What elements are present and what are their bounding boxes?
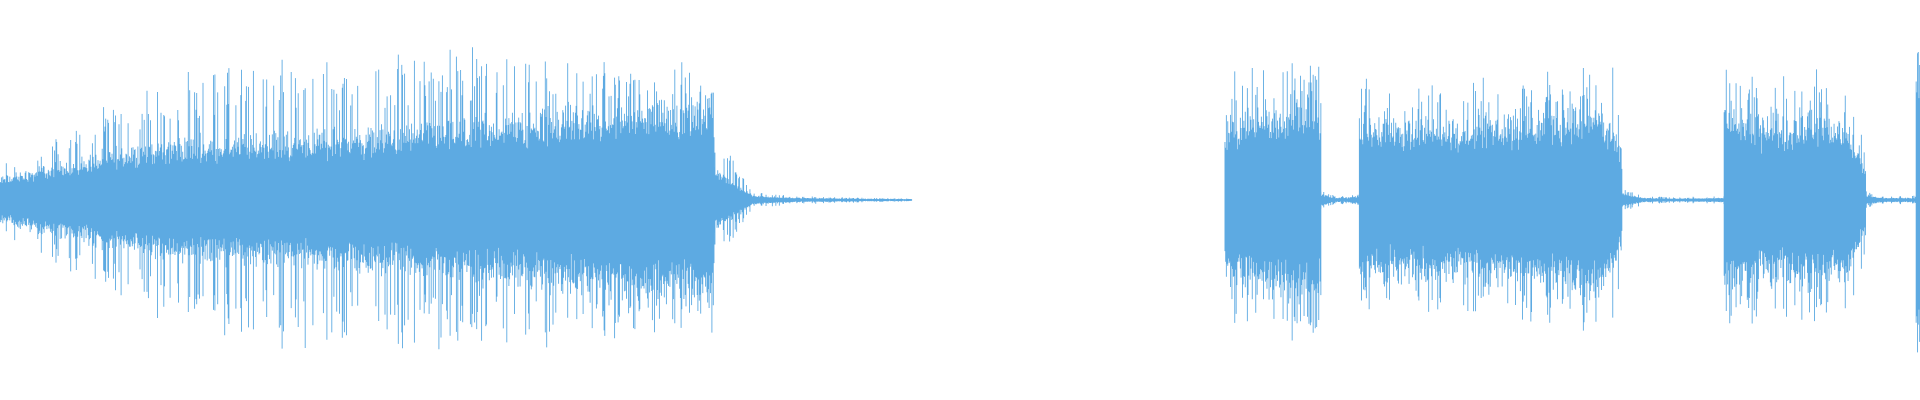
waveform-bars xyxy=(0,47,1920,353)
